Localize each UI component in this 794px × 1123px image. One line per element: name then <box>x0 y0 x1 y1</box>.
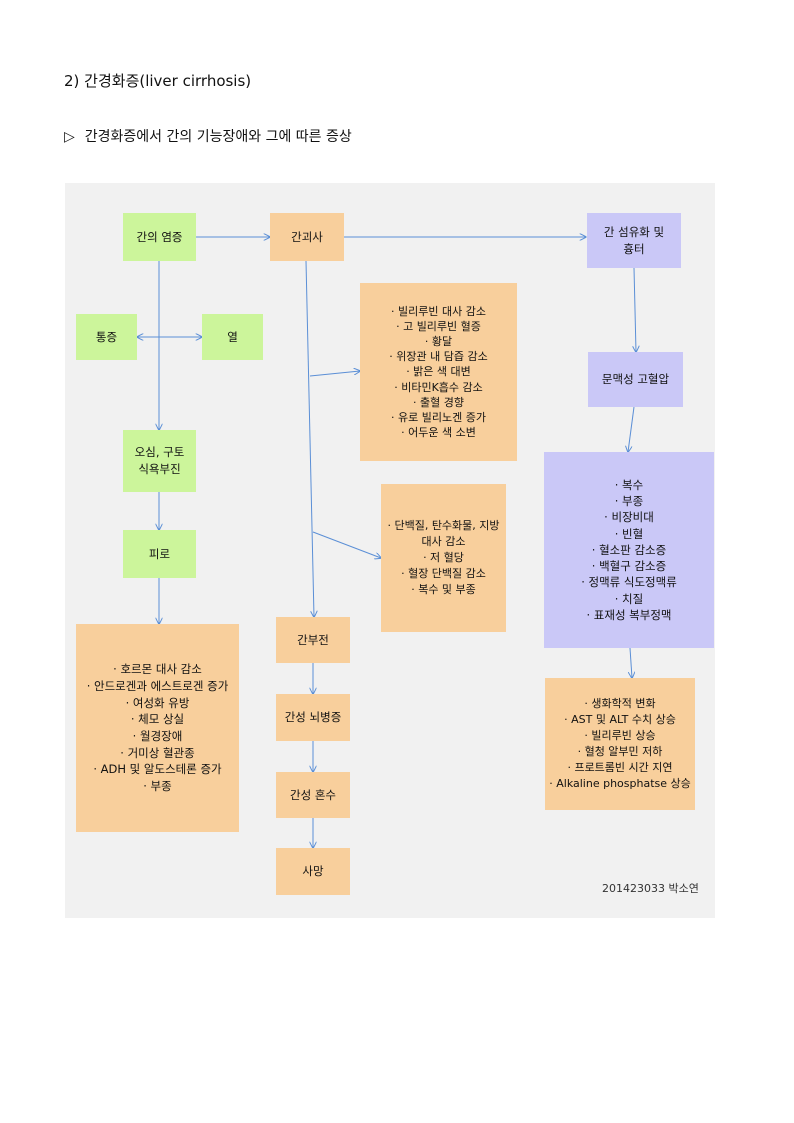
hormone-effect-item: · 체모 상실 <box>130 712 185 727</box>
metabolism-effect-item: · 단백질, 탄수화물, 지방 <box>387 519 500 533</box>
pain-label: 통증 <box>95 329 118 344</box>
bilirubin-effect-item: · 밝은 색 대변 <box>406 365 471 379</box>
fever-label: 열 <box>227 329 238 344</box>
hormone-effect-item: · 월경장애 <box>132 729 183 743</box>
hormone-effect-item: · 여성화 유방 <box>125 695 190 710</box>
pain-box: 통증 <box>76 314 137 360</box>
bilirubin-effect-item: · 고 빌리루빈 혈증 <box>396 319 481 333</box>
metabolism-effect-item: · 복수 및 부종 <box>411 582 476 596</box>
fatigue-label: 피로 <box>148 546 171 561</box>
liver-inflammation-box: 간의 염증 <box>123 213 196 261</box>
metabolism-effect-item: · 저 혈당 <box>423 551 464 565</box>
portal-effect-item: · 치질 <box>614 591 644 606</box>
bilirubin-effect-item: · 출혈 경향 <box>413 395 464 409</box>
bilirubin-effect-item: · 비타민K흡수 감소 <box>394 380 483 394</box>
lab-change-item: · 혈청 알부민 저하 <box>577 745 663 758</box>
portal-effect-item: · 비장비대 <box>604 510 654 525</box>
hormone-effect-item: · 호르몬 대사 감소 <box>113 662 202 677</box>
author-credit: 201423033 박소연 <box>602 882 699 895</box>
portal-effect-item: · 정맥류 식도정맥류 <box>581 575 677 590</box>
metabolism-effect-item: · 혈장 단백질 감소 <box>401 566 486 580</box>
section-subheading: ▷ 간경화증에서 간의 기능장애와 그에 따른 증상 <box>64 126 352 146</box>
section-heading: 2) 간경화증(liver cirrhosis) <box>64 72 252 90</box>
portal-effect-item: · 빈혈 <box>614 526 644 541</box>
hormone-effect-item: · 부종 <box>143 779 172 794</box>
hormone-effects-box: · 호르몬 대사 감소 · 안드로겐과 에스트로겐 증가 · 여성화 유방 · … <box>76 624 239 832</box>
lab-change-item: · AST 및 ALT 수치 상승 <box>564 713 676 727</box>
bilirubin-effect-item: · 위장관 내 담즙 감소 <box>389 350 488 364</box>
hepatic-necrosis-box: 간괴사 <box>270 213 344 261</box>
metabolism-effects-box: · 단백질, 탄수화물, 지방 대사 감소 · 저 혈당 · 혈장 단백질 감소… <box>381 484 506 632</box>
hepatic-coma-label: 간성 혼수 <box>290 787 336 802</box>
portal-effect-item: · 부종 <box>614 493 644 508</box>
nausea-box: 오심, 구토 식욕부진 <box>123 430 196 492</box>
death-box: 사망 <box>276 848 350 895</box>
triangle-marker-icon: ▷ <box>64 129 75 145</box>
nausea-line: 식욕부진 <box>138 462 181 476</box>
metabolism-effect-item: 대사 감소 <box>421 535 466 549</box>
portal-effect-item: · 복수 <box>614 477 644 492</box>
hormone-effect-item: · 거미상 혈관종 <box>120 745 195 760</box>
bilirubin-effect-item: · 어두운 색 소변 <box>401 426 476 440</box>
fever-box: 열 <box>202 314 263 360</box>
portal-effect-item: · 표재성 복부정맥 <box>586 608 672 623</box>
nausea-line: 오심, 구토 <box>134 445 185 460</box>
hormone-effect-item: · 안드로겐과 에스트로겐 증가 <box>86 678 229 693</box>
hepatic-failure-box: 간부전 <box>276 617 350 663</box>
hepatic-encephalopathy-box: 간성 뇌병증 <box>276 694 350 741</box>
hepatic-coma-box: 간성 혼수 <box>276 772 350 818</box>
hepatic-encephalopathy-label: 간성 뇌병증 <box>284 710 342 725</box>
portal-hypertension-label: 문맥성 고혈압 <box>601 372 670 387</box>
hepatic-necrosis-label: 간괴사 <box>291 229 323 244</box>
portal-hypertension-box: 문맥성 고혈압 <box>588 352 683 407</box>
lab-change-item: · 프로트롬빈 시간 지연 <box>567 760 673 774</box>
fatigue-box: 피로 <box>123 530 196 578</box>
bilirubin-effect-item: · 황달 <box>424 335 453 349</box>
liver-inflammation-label: 간의 염증 <box>136 229 183 244</box>
bilirubin-effect-item: · 유로 빌리노겐 증가 <box>391 410 486 424</box>
death-label: 사망 <box>302 864 324 879</box>
portal-effects-box: · 복수 · 부종 · 비장비대 · 빈혈 · 혈소판 감소증 · 백혈구 감소… <box>544 452 714 648</box>
hepatic-failure-label: 간부전 <box>297 632 329 647</box>
fibrosis-line: 간 섬유화 및 <box>603 224 665 239</box>
fibrosis-box: 간 섬유화 및 흉터 <box>587 213 681 268</box>
lab-change-item: · 빌리루빈 상승 <box>584 729 656 743</box>
bilirubin-effects-box: · 빌리루빈 대사 감소 · 고 빌리루빈 혈증 · 황달 · 위장관 내 담즙… <box>360 283 517 461</box>
subheading-text: 간경화증에서 간의 기능장애와 그에 따른 증상 <box>84 129 352 145</box>
bilirubin-effect-item: · 빌리루빈 대사 감소 <box>391 304 486 318</box>
portal-effect-item: · 혈소판 감소증 <box>591 542 667 557</box>
portal-effect-item: · 백혈구 감소증 <box>591 559 667 574</box>
hormone-effect-item: · ADH 및 알도스테론 증가 <box>93 762 222 777</box>
fibrosis-line: 흉터 <box>623 241 645 256</box>
lab-change-item: · 생화학적 변화 <box>584 697 656 711</box>
lab-change-item: · Alkaline phosphatse 상승 <box>549 776 691 790</box>
lab-changes-box: · 생화학적 변화 · AST 및 ALT 수치 상승 · 빌리루빈 상승 · … <box>545 678 695 810</box>
